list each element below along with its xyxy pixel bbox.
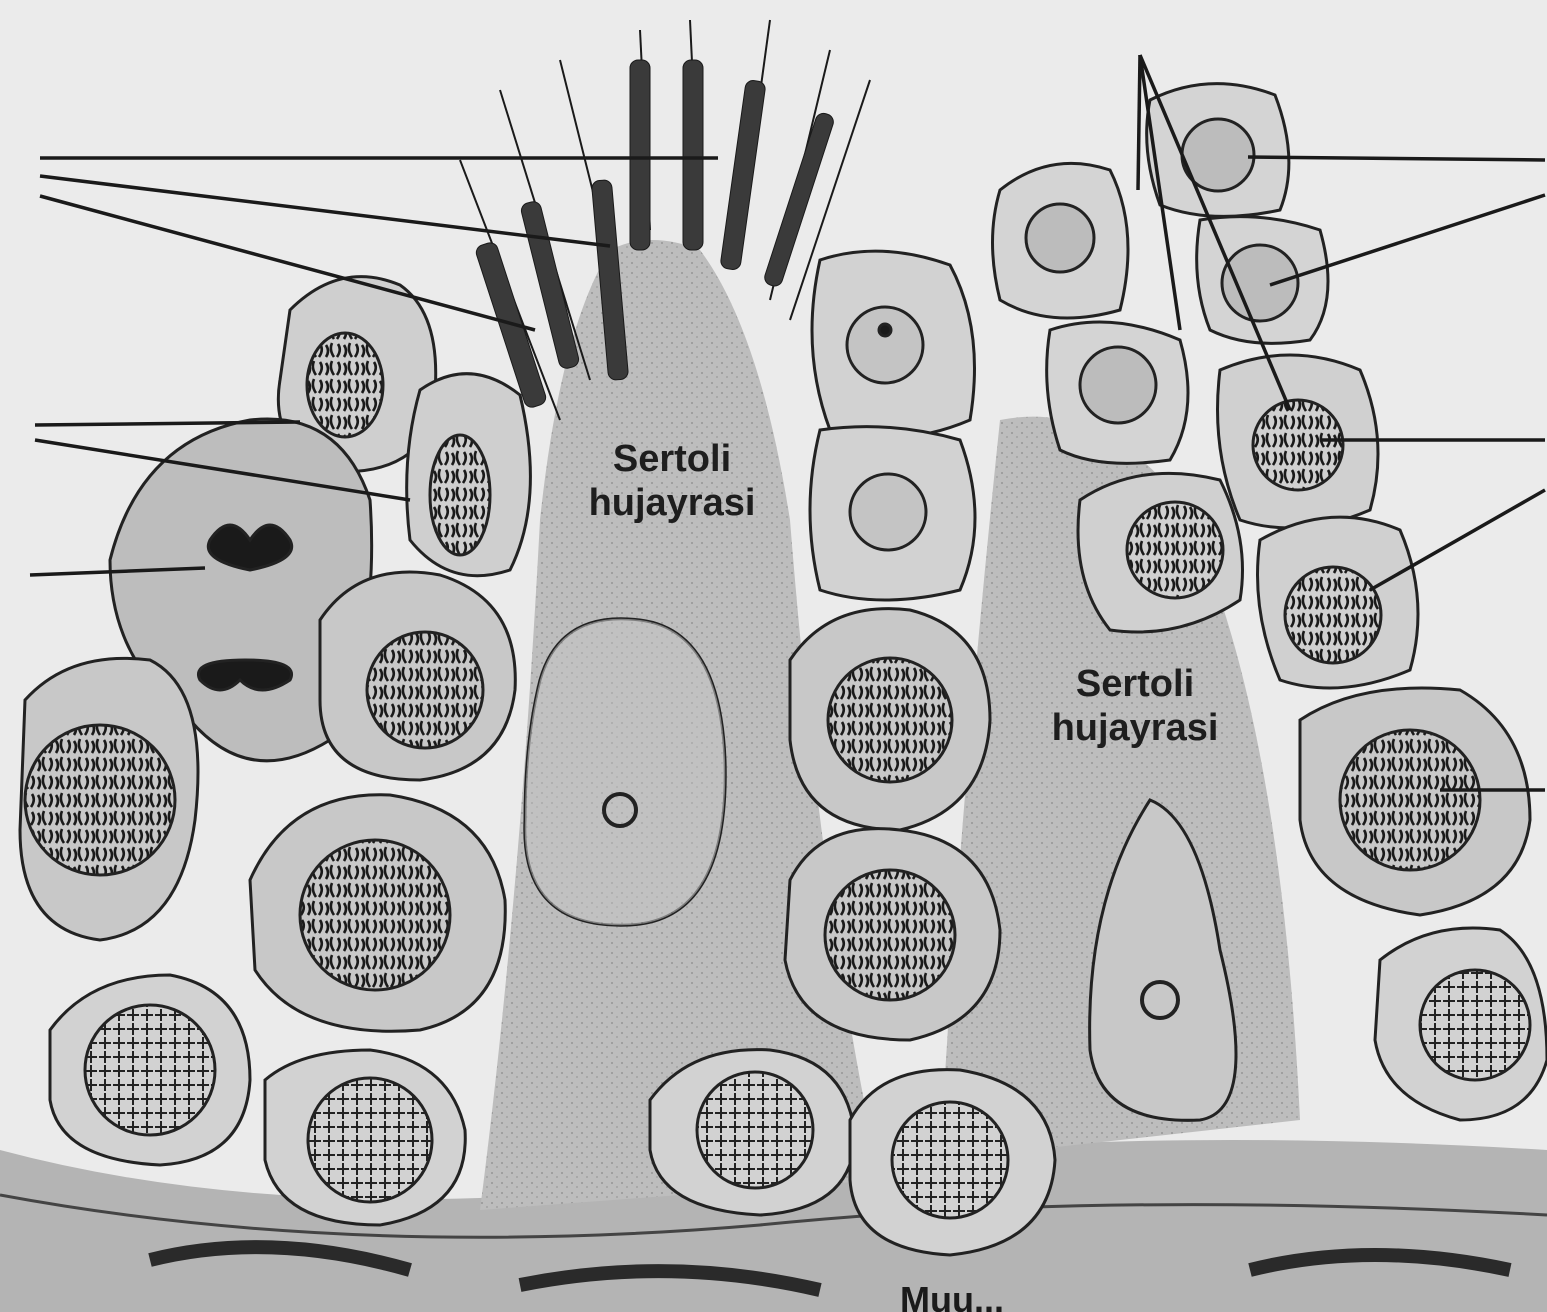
sertoli-label-left-line1: Sertoli [552,437,792,481]
germ-cells-left [20,277,530,1225]
bottom-cutoff-label: Muu... [900,1280,1140,1312]
sertoli-label-right-line1: Sertoli [1015,662,1255,706]
sertoli-label-right-line2: hujayrasi [1015,706,1255,750]
sertoli-label-right: Sertoli hujayrasi [1015,662,1255,750]
sertoli-label-left: Sertoli hujayrasi [552,437,792,525]
sertoli-label-left-line2: hujayrasi [552,481,792,525]
